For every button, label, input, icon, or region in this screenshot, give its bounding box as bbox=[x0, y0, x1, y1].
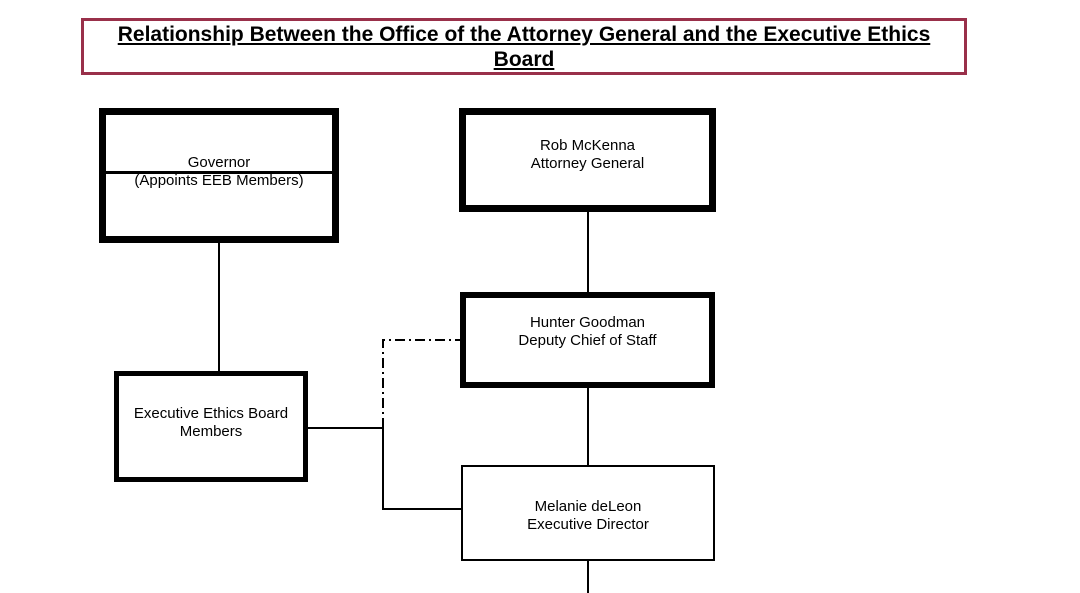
ethics-board-subtitle: Members bbox=[179, 422, 243, 440]
deputy-chief-title: Deputy Chief of Staff bbox=[518, 332, 657, 349]
ethics-board-title: Executive Ethics Board bbox=[133, 404, 289, 422]
diagram-title: Relationship Between the Office of the A… bbox=[117, 22, 931, 71]
title-box: Relationship Between the Office of the A… bbox=[81, 18, 967, 75]
governor-divider bbox=[104, 171, 334, 174]
governor-subtitle: (Appoints EEB Members) bbox=[134, 171, 304, 189]
deputy-chief-box: Hunter Goodman Deputy Chief of Staff bbox=[460, 292, 715, 388]
governor-title: Governor bbox=[187, 153, 251, 171]
connector-board-to-director bbox=[306, 427, 462, 510]
executive-director-box: Melanie deLeon Executive Director bbox=[461, 465, 715, 561]
ethics-board-box: Executive Ethics Board Members bbox=[114, 371, 308, 482]
attorney-general-title: Attorney General bbox=[530, 155, 645, 172]
attorney-general-box: Rob McKenna Attorney General bbox=[459, 108, 716, 212]
dashdot-board-to-deputy bbox=[382, 339, 462, 428]
executive-director-title: Executive Director bbox=[527, 516, 649, 533]
governor-box: Governor (Appoints EEB Members) bbox=[99, 108, 339, 243]
deputy-chief-name: Hunter Goodman bbox=[529, 314, 646, 331]
attorney-general-name: Rob McKenna bbox=[539, 137, 636, 154]
executive-director-name: Melanie deLeon bbox=[534, 498, 642, 515]
